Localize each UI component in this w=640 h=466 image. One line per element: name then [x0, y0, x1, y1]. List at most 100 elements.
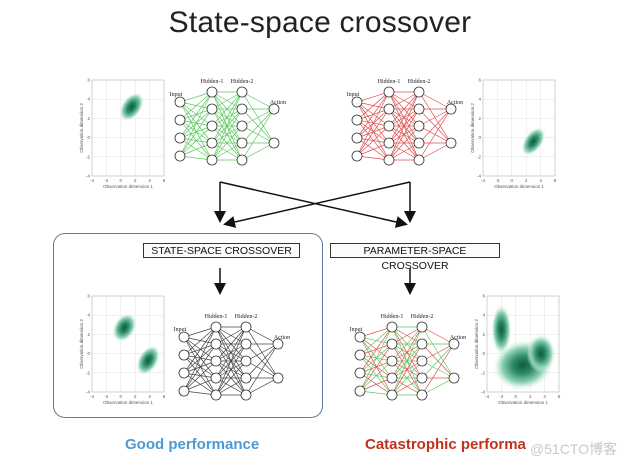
neuron-node — [383, 86, 395, 98]
neuron-node — [210, 389, 222, 401]
x-tick-label: 2 — [525, 178, 528, 183]
plot-frame — [91, 79, 165, 177]
x-tick-label: 2 — [134, 178, 137, 183]
network-edge — [421, 343, 455, 396]
network-edge — [179, 91, 213, 157]
x-tick-label: -2 — [104, 178, 108, 183]
y-tick-label: 4 — [87, 313, 90, 318]
network-edge — [359, 326, 393, 374]
x-tick-label: -4 — [485, 394, 489, 399]
hidden1-layer-label: Hidden-1 — [381, 314, 404, 320]
neuron-node — [174, 114, 186, 126]
neuron-node — [416, 355, 428, 367]
network-edge — [179, 101, 213, 110]
neuron-node — [445, 103, 457, 115]
network-edge — [356, 91, 390, 103]
x-tick-label: 4 — [543, 394, 546, 399]
x-tick-label: -4 — [90, 394, 94, 399]
network-edge — [359, 336, 393, 362]
network-edge — [241, 91, 275, 110]
network-edge — [388, 91, 420, 161]
y-tick-label: 4 — [478, 97, 481, 102]
x-axis-label: Observation dimension 1 — [498, 400, 548, 405]
density-blob — [521, 127, 546, 156]
network-edge — [359, 336, 393, 379]
neuron-node — [236, 154, 248, 166]
network-edge — [183, 360, 217, 392]
network-edge — [356, 137, 390, 161]
x-tick-label: -4 — [481, 178, 485, 183]
network-edge — [359, 336, 393, 345]
y-tick-label: 6 — [478, 78, 481, 83]
x-tick-label: -2 — [499, 394, 503, 399]
network-edge — [179, 125, 213, 157]
neuron-node — [210, 321, 222, 333]
neuron-node — [210, 338, 222, 350]
neuron-node — [416, 372, 428, 384]
neuron-node — [236, 103, 248, 115]
network-edge — [179, 101, 213, 127]
network-edge — [421, 343, 455, 362]
action-layer-label: Action — [450, 335, 466, 341]
neuron-node — [383, 154, 395, 166]
y-tick-label: 6 — [87, 78, 90, 83]
y-tick-label: 4 — [482, 313, 485, 318]
network-edge — [183, 326, 217, 356]
y-tick-label: 0 — [87, 351, 90, 356]
x-axis-label: Observation dimension 1 — [103, 184, 153, 189]
density-blob — [136, 345, 161, 376]
network-edge — [359, 377, 393, 392]
arrow-left-to-right — [219, 181, 408, 228]
network-edge — [211, 91, 243, 144]
network-edge — [183, 336, 217, 345]
network-edge — [179, 91, 213, 121]
arrow-right-to-left — [223, 181, 411, 228]
neuron-node — [236, 137, 248, 149]
x-tick-label: 0 — [120, 178, 123, 183]
network-edge — [421, 377, 455, 396]
neuron-node — [268, 137, 280, 149]
neuron-node — [413, 154, 425, 166]
hidden1-layer-label: Hidden-1 — [378, 79, 401, 85]
hidden1-layer-label: Hidden-1 — [205, 314, 228, 320]
network-edge — [356, 101, 390, 110]
neuron-node — [240, 321, 252, 333]
network-edge — [391, 326, 423, 345]
parameter-space-crossover-box: PARAMETER-SPACE CROSSOVER — [330, 243, 500, 272]
x-tick-label: 4 — [148, 394, 151, 399]
plot-frame — [482, 79, 556, 177]
catastrophic-performance-label: Catastrophic performa — [365, 436, 526, 453]
neuron-node — [351, 96, 363, 108]
neuron-node — [178, 367, 190, 379]
network-edge — [215, 377, 247, 396]
network-edge — [179, 119, 213, 144]
x-tick-label: -2 — [104, 394, 108, 399]
x-axis-label: Observation dimension 1 — [103, 400, 153, 405]
x-tick-label: 6 — [163, 178, 166, 183]
network-edge — [421, 326, 455, 345]
network-edge — [245, 343, 279, 396]
neuron-node — [178, 385, 190, 397]
input-layer-label: Input — [170, 92, 183, 98]
state-space-crossover-box: STATE-SPACE CROSSOVER — [143, 243, 300, 258]
network-edge — [391, 360, 423, 396]
y-tick-label: -4 — [481, 390, 485, 395]
y-axis-label: Observation dimension 2 — [79, 103, 84, 153]
network-edge — [421, 343, 455, 379]
plot-frame — [486, 295, 560, 393]
y-tick-label: 6 — [87, 294, 90, 299]
density-blob — [526, 334, 556, 373]
network-edge — [179, 101, 213, 161]
network-edge — [183, 377, 217, 392]
neuron-node — [174, 132, 186, 144]
neuron-node — [240, 355, 252, 367]
network-edge — [359, 343, 393, 392]
neuron-node — [351, 114, 363, 126]
neuron-node — [354, 331, 366, 343]
network-edge — [215, 326, 247, 345]
y-tick-label: -2 — [86, 370, 90, 375]
x-tick-label: 2 — [529, 394, 532, 399]
